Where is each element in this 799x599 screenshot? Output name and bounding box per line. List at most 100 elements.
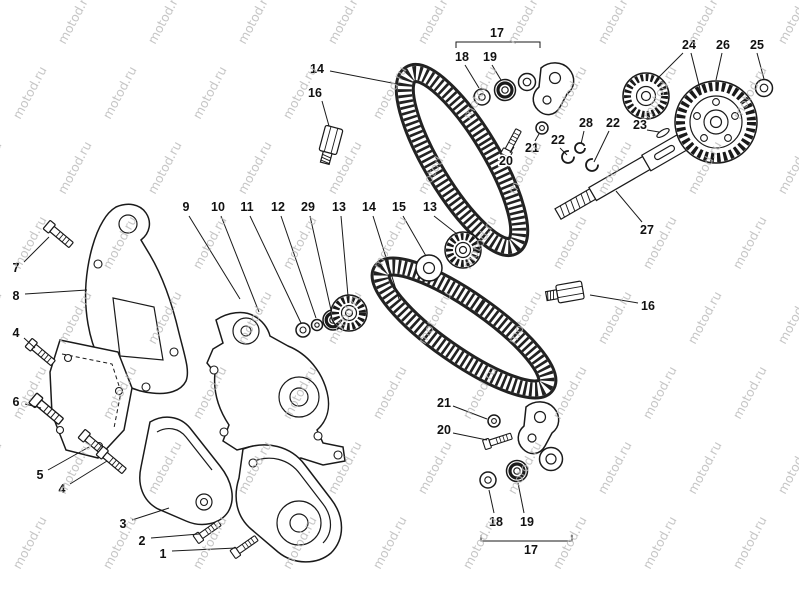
callout-leader-21 (534, 133, 540, 142)
washer-11-icon (295, 322, 311, 338)
watermark-text: motod.ru (0, 139, 5, 197)
callout-leader-2 (150, 533, 200, 539)
washer-21-bottom-icon (487, 414, 501, 428)
watermark-text: motod.ru (549, 214, 589, 272)
roller-bottom-icon (538, 446, 564, 472)
callout-leader-24 (656, 52, 684, 80)
callout-3: 3 (120, 517, 127, 531)
bolt-4b-icon (95, 445, 129, 476)
washer-25-icon (754, 78, 774, 98)
watermark-text: motod.ru (234, 139, 274, 197)
callout-leader-23 (646, 129, 660, 133)
callout-14: 14 (362, 200, 376, 214)
callout-9: 9 (183, 200, 190, 214)
watermark-text: motod.ru (54, 0, 94, 46)
watermark-text: motod.ru (594, 0, 634, 46)
bolt-20-bottom-icon (481, 430, 514, 451)
watermark-text: motod.ru (549, 514, 589, 572)
callout-leader-9 (188, 215, 241, 300)
callout-10: 10 (211, 200, 225, 214)
callout-leader-7 (23, 236, 50, 263)
watermark-text: motod.ru (369, 514, 409, 572)
watermark-text: motod.ru (0, 439, 5, 497)
callout-21: 21 (525, 141, 539, 155)
callout-20: 20 (437, 423, 451, 437)
watermark-text: motod.ru (774, 139, 799, 197)
callout-27: 27 (640, 223, 654, 237)
watermark-text: motod.ru (189, 64, 229, 122)
camshaft-sprocket-icon (622, 72, 670, 120)
watermark-text: motod.ru (414, 439, 454, 497)
bearing-19-top-icon (493, 78, 517, 102)
watermark-text: motod.ru (0, 289, 5, 347)
callout-21: 21 (437, 396, 451, 410)
callout-20: 20 (499, 154, 513, 168)
callout-leader-26 (715, 52, 723, 81)
washer-18-top-icon (473, 88, 491, 106)
callout-leader-14 (329, 70, 398, 85)
callout-leader-4 (23, 337, 36, 349)
callout-15: 15 (392, 200, 406, 214)
side-plate-icon (49, 339, 133, 459)
callout-leader-29 (309, 215, 332, 311)
callout-leader-5 (47, 446, 90, 471)
spacer-stud-top-icon (315, 124, 344, 167)
callout-leader-19 (517, 482, 525, 514)
callout-leader-19 (491, 64, 502, 81)
callout-23: 23 (633, 118, 647, 132)
spacer-stud-right-icon (544, 280, 585, 306)
callout-leader-12 (280, 215, 317, 319)
washer-21-top-icon (535, 121, 549, 135)
callout-leader-21 (452, 405, 488, 420)
callout-leader-24 (690, 52, 702, 94)
watermark-text: motod.ru (189, 214, 229, 272)
callout-11: 11 (240, 200, 253, 214)
washer-12-icon (310, 318, 324, 332)
watermark-text: motod.ru (684, 439, 724, 497)
watermark-text: motod.ru (774, 439, 799, 497)
tensioner-arm-top-icon (532, 62, 575, 116)
callout-13: 13 (423, 200, 437, 214)
callout-29: 29 (301, 200, 315, 214)
callout-leader-27 (615, 190, 643, 223)
callout-13: 13 (332, 200, 346, 214)
watermark-text: motod.ru (144, 139, 184, 197)
woodruff-key-23-icon (656, 127, 670, 139)
callout-leader-4 (69, 460, 108, 485)
lower-cover-rear-icon (235, 444, 343, 563)
callout-7: 7 (13, 261, 20, 275)
bolt-7-icon (42, 219, 76, 250)
watermark-text: motod.ru (234, 0, 274, 46)
callout-24: 24 (682, 38, 696, 52)
callout-leader-18 (488, 489, 495, 514)
callout-1: 1 (160, 547, 167, 561)
callout-17: 17 (524, 543, 538, 557)
callout-5: 5 (37, 468, 44, 482)
watermark-text: motod.ru (279, 214, 319, 272)
watermark-text: motod.ru (729, 364, 769, 422)
callout-6: 6 (13, 395, 20, 409)
callout-leader-14 (372, 215, 400, 300)
callout-4: 4 (13, 326, 20, 340)
callout-leader-17 (455, 41, 541, 48)
lower-cover-front-icon (139, 416, 233, 526)
callout-18: 18 (489, 515, 503, 529)
callout-leader-6 (24, 403, 42, 409)
watermark-text: motod.ru (639, 364, 679, 422)
watermark-text: motod.ru (729, 214, 769, 272)
mounting-bracket-icon (206, 311, 346, 466)
bolt-1-icon (229, 533, 260, 560)
callout-16: 16 (641, 299, 655, 313)
callout-leader-17 (480, 535, 573, 542)
callout-16: 16 (308, 86, 322, 100)
watermark-text: motod.ru (594, 439, 634, 497)
washer-15-icon (415, 254, 443, 282)
timing-cover-outer-icon (84, 203, 189, 395)
watermark-text: motod.ru (639, 514, 679, 572)
callout-19: 19 (520, 515, 534, 529)
callout-18: 18 (455, 50, 469, 64)
watermark-text: motod.ru (99, 64, 139, 122)
